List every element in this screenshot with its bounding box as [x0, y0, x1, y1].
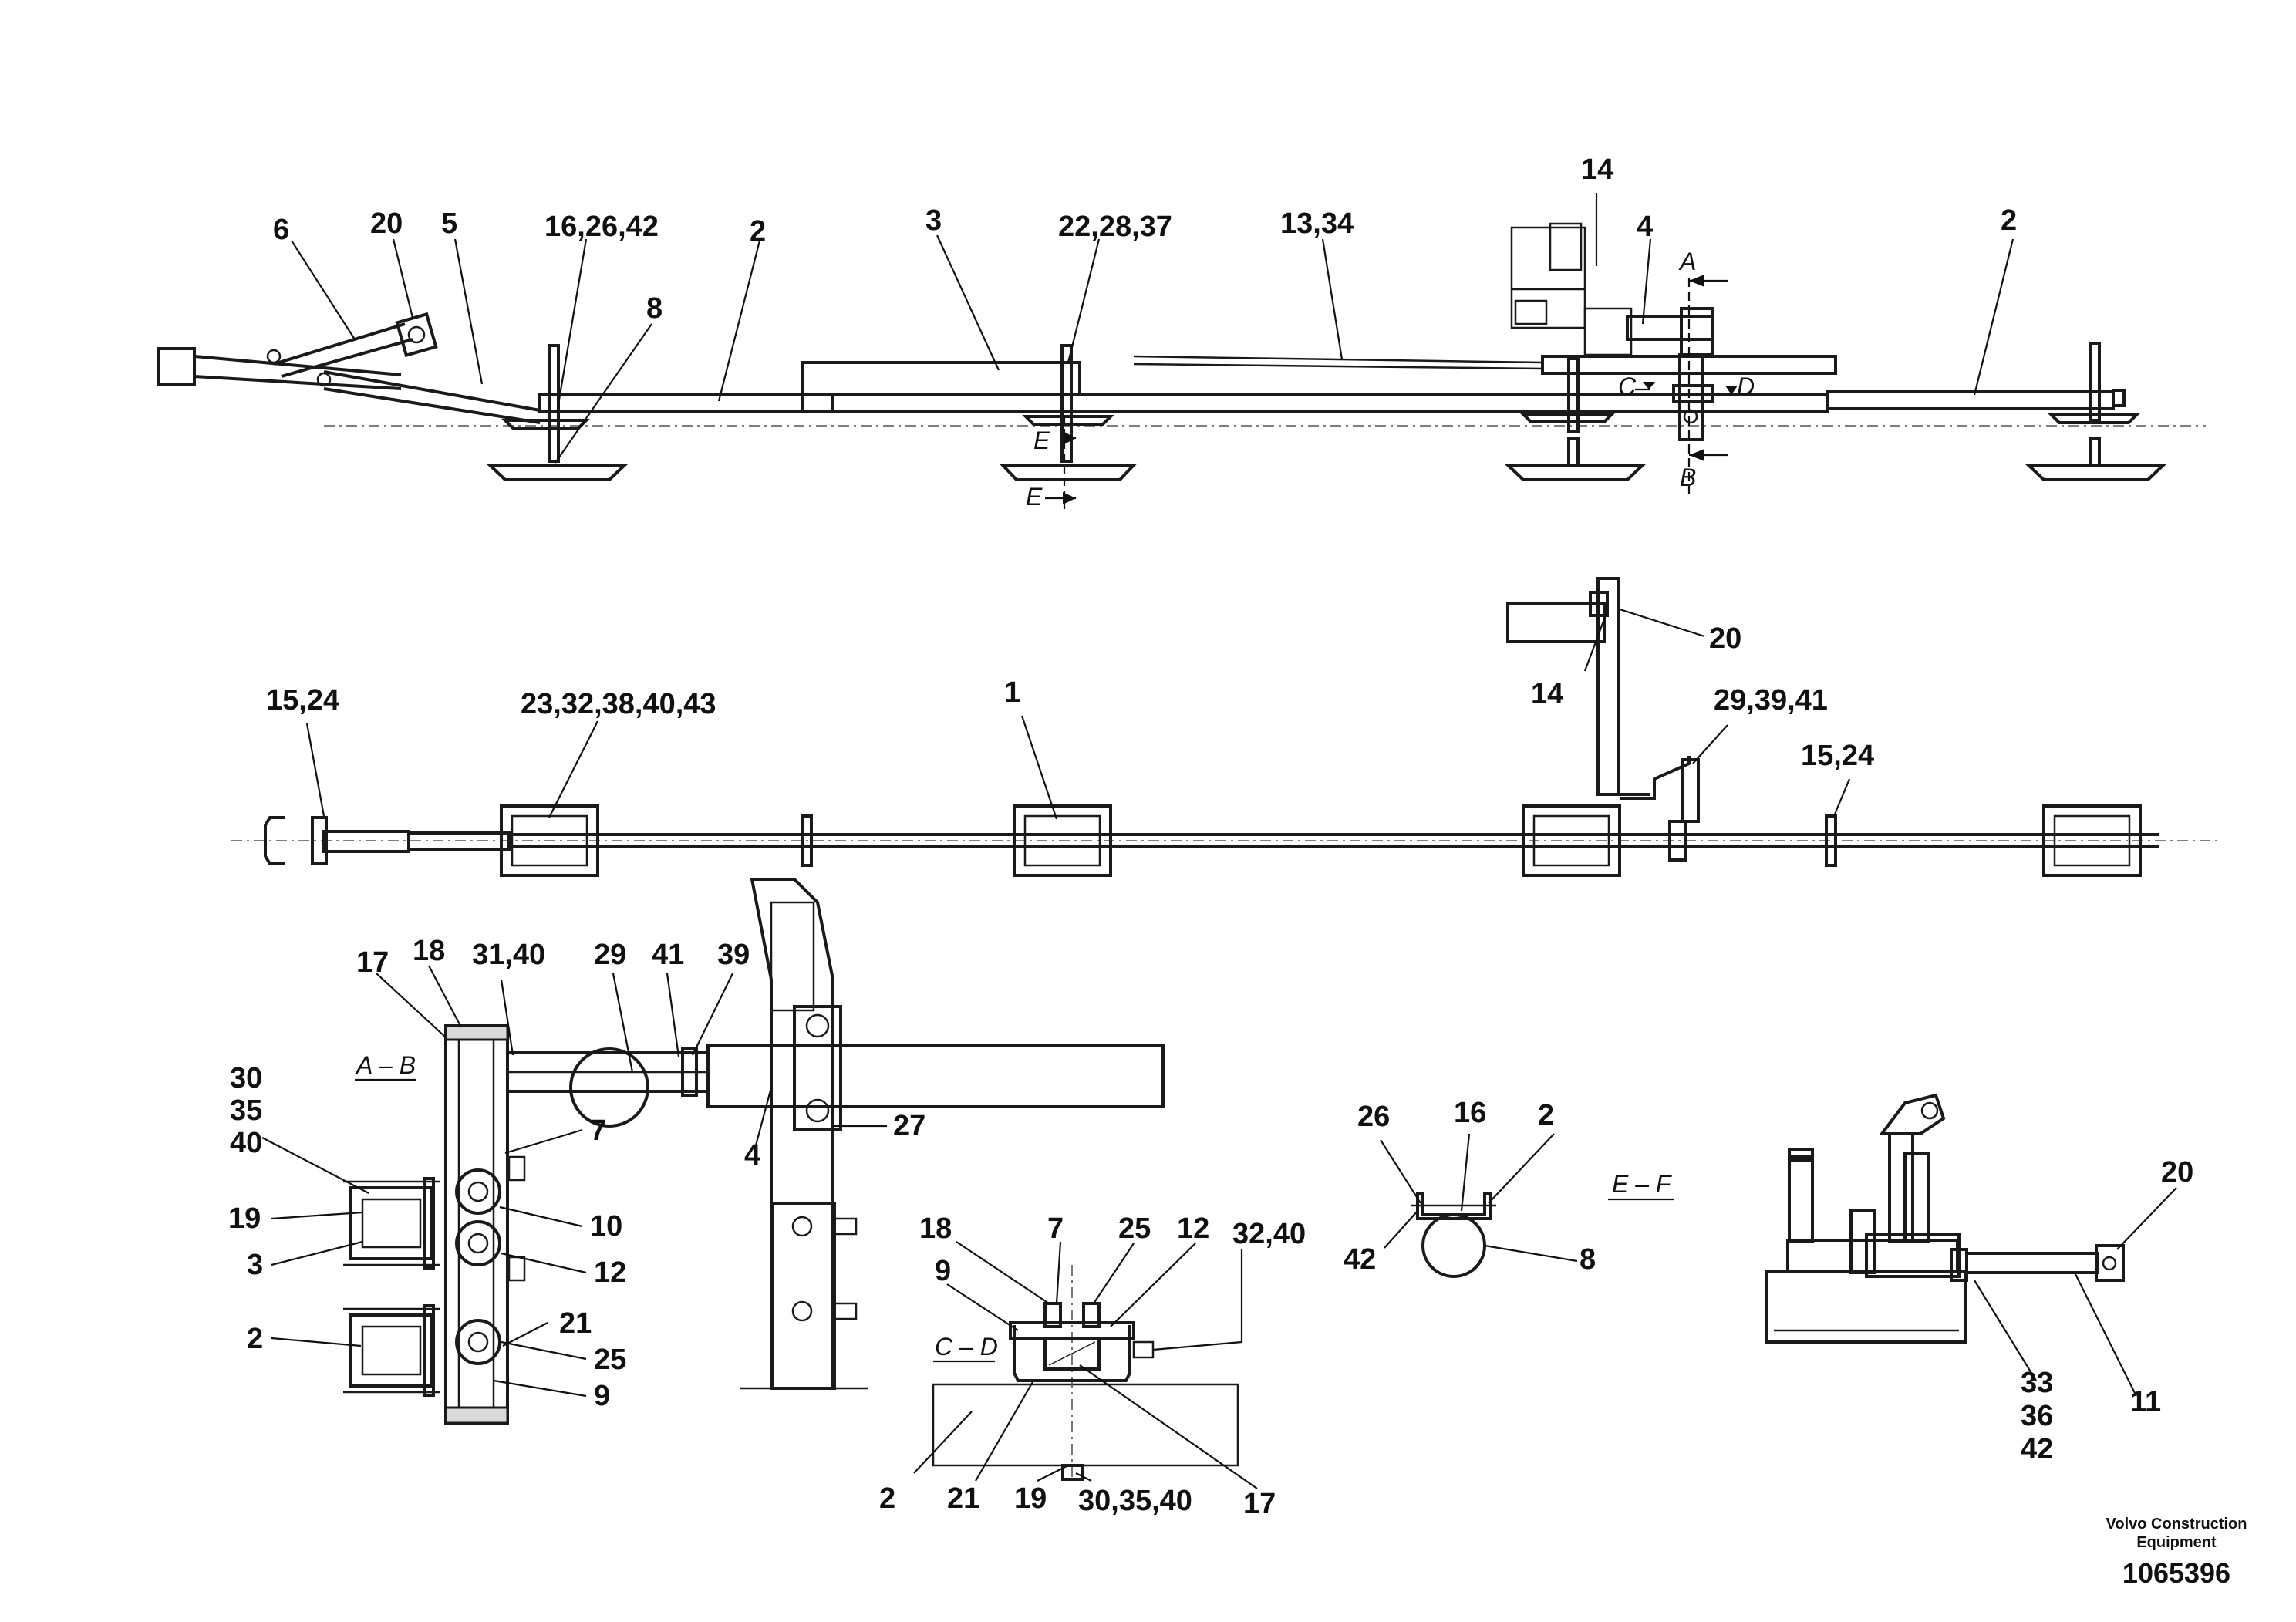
section-mark-e-upper: E: [1033, 427, 1050, 454]
callout: 15,24: [266, 684, 339, 717]
section-indicators: [1045, 275, 1738, 509]
callout: 19: [228, 1202, 261, 1235]
callout: 14: [1531, 678, 1563, 710]
callout: 11: [2130, 1386, 2161, 1418]
callout: 30,35,40: [1078, 1485, 1192, 1517]
callout: 39: [717, 939, 750, 971]
callout: 5: [441, 207, 457, 240]
callout: 26: [1357, 1101, 1390, 1133]
plan-view: 15,24 23,32,38,40,43 1 14 20 29,39,41 15…: [231, 577, 2221, 877]
callout: 36: [2021, 1400, 2053, 1432]
title-block: Volvo Construction Equipment 1065396: [2106, 1516, 2247, 1589]
callout: 19: [1014, 1482, 1047, 1515]
callout: 4: [1637, 211, 1653, 243]
callout: 8: [1580, 1243, 1596, 1276]
callout: 40: [230, 1127, 262, 1159]
leader-lines-plan: [305, 608, 1851, 820]
callout: 29: [594, 939, 626, 971]
section-mark-c: C: [1618, 373, 1637, 400]
document-number: 1065396: [2122, 1557, 2230, 1589]
company-name-line2: Equipment: [2136, 1534, 2217, 1551]
callout: 25: [1118, 1212, 1151, 1245]
callout: 12: [1177, 1212, 1209, 1245]
section-cd: C – D 18 7 25 12 32,40 9 2 21 19 30,35,4…: [879, 1212, 1306, 1520]
callout: 41: [652, 939, 684, 971]
callout: 18: [919, 1212, 952, 1245]
callout: 35: [230, 1094, 262, 1127]
elevation-view: A B C D E E 6 20 5 16,26,42 8 2 3 22,28,…: [157, 153, 2206, 511]
callout: 2: [750, 215, 766, 248]
callout: 12: [594, 1256, 626, 1289]
callout: 27: [893, 1110, 925, 1142]
company-name-line1: Volvo Construction: [2106, 1516, 2247, 1533]
callout: 20: [370, 207, 403, 240]
callout: 4: [744, 1139, 760, 1172]
callout: 21: [947, 1482, 979, 1515]
section-mark-b: B: [1680, 464, 1696, 491]
callout: 42: [2021, 1433, 2053, 1465]
leader-lines-top: [291, 193, 2014, 464]
section-ab: A – B 17 18 31,40 29 41 39 30 35 40 19 3…: [228, 878, 1165, 1425]
callout: 23,32,38,40,43: [521, 688, 716, 720]
callout: 16,26,42: [544, 211, 659, 243]
leader-lines-ab: [261, 965, 887, 1398]
callout: 2: [247, 1323, 263, 1355]
callout: 1: [1004, 676, 1020, 709]
callout: 20: [2161, 1156, 2193, 1189]
callout: 6: [273, 214, 289, 246]
callout: 2: [879, 1482, 895, 1515]
callout: 2: [2001, 204, 2017, 237]
callout: 29,39,41: [1714, 684, 1828, 717]
bracket-detail: 20 33 36 42 11: [1765, 1093, 2193, 1465]
callout: 25: [594, 1344, 626, 1376]
callout: 3: [925, 204, 942, 237]
callout: 31,40: [472, 939, 545, 971]
callout: 3: [247, 1249, 263, 1281]
callout: 22,28,37: [1058, 211, 1172, 243]
callout: 20: [1709, 622, 1741, 655]
callout: 30: [230, 1062, 262, 1094]
section-ef: E – F 26 16 2 42 8: [1344, 1097, 1674, 1278]
callout: 17: [1243, 1488, 1276, 1520]
section-title-cd: C – D: [935, 1333, 998, 1361]
leader-lines-ef: [1380, 1133, 1578, 1263]
callout: 8: [646, 292, 663, 325]
tow-arm: [157, 312, 541, 424]
callout: 7: [590, 1114, 606, 1147]
plan-frames: [500, 804, 2142, 877]
section-title-ab: A – B: [355, 1051, 416, 1079]
leader-lines-bracket: [1974, 1187, 2177, 1397]
callout: 15,24: [1801, 740, 1874, 772]
motor-unit: [1510, 222, 1714, 441]
callout: 42: [1344, 1243, 1376, 1276]
section-mark-e-lower: E: [1026, 483, 1043, 511]
section-mark-a: A: [1678, 248, 1696, 275]
callout: 17: [356, 946, 389, 979]
callout: 21: [559, 1307, 592, 1340]
section-mark-d: D: [1737, 373, 1755, 400]
callout: 9: [935, 1255, 951, 1287]
callout: 7: [1047, 1212, 1064, 1245]
callout: 33: [2021, 1367, 2053, 1399]
callout: 2: [1538, 1099, 1554, 1131]
callout: 9: [594, 1380, 610, 1412]
callout: 14: [1581, 153, 1613, 186]
callout: 32,40: [1232, 1218, 1306, 1250]
callout: 16: [1454, 1097, 1486, 1129]
callout: 10: [590, 1210, 622, 1243]
section-title-ef: E – F: [1612, 1170, 1673, 1198]
leader-lines-cd: [913, 1241, 1258, 1489]
callout: 18: [413, 935, 445, 967]
callout: 13,34: [1280, 207, 1354, 240]
